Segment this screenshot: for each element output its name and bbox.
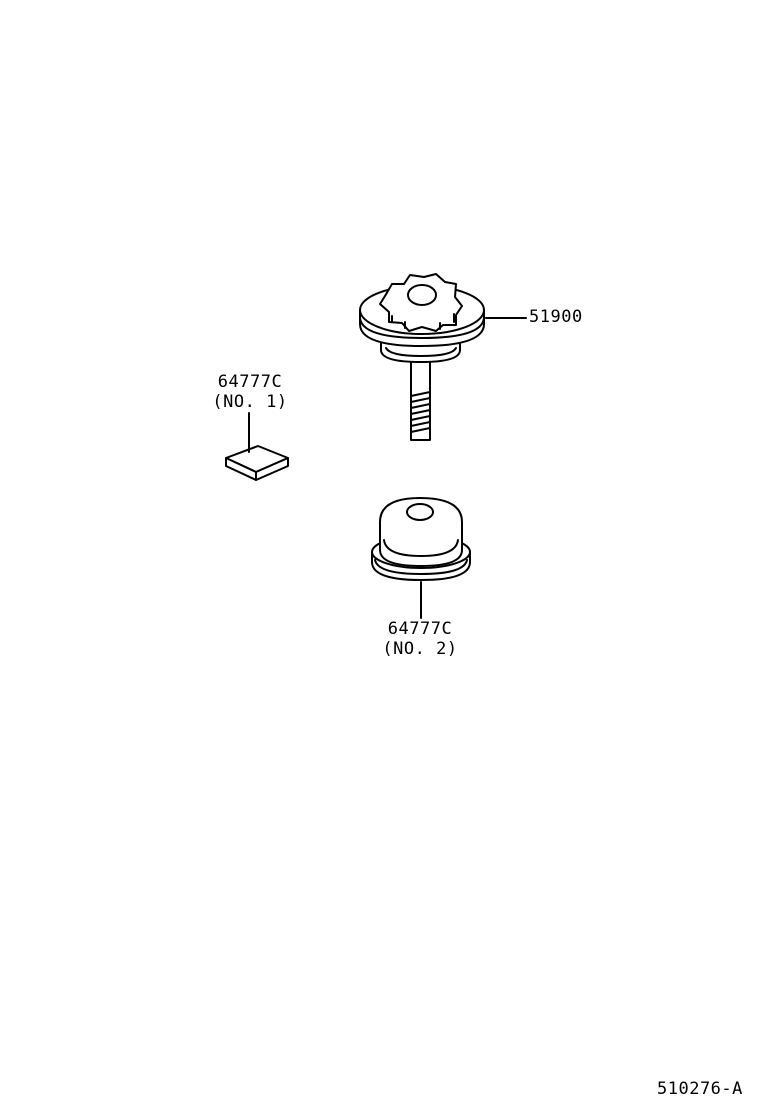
cap-no2-drawing bbox=[371, 497, 471, 581]
hold-down-bolt-drawing bbox=[359, 273, 485, 441]
figure-id: 510276-A bbox=[657, 1079, 743, 1099]
part-number-64777c-no1: 64777C bbox=[217, 372, 283, 392]
part-number-51900: 51900 bbox=[529, 307, 583, 327]
pad-no1-drawing bbox=[225, 445, 289, 481]
part-number-64777c-no2: 64777C bbox=[387, 619, 453, 639]
part-note-no2: (NO. 2) bbox=[382, 639, 458, 659]
part-note-no1: (NO. 1) bbox=[212, 392, 288, 412]
